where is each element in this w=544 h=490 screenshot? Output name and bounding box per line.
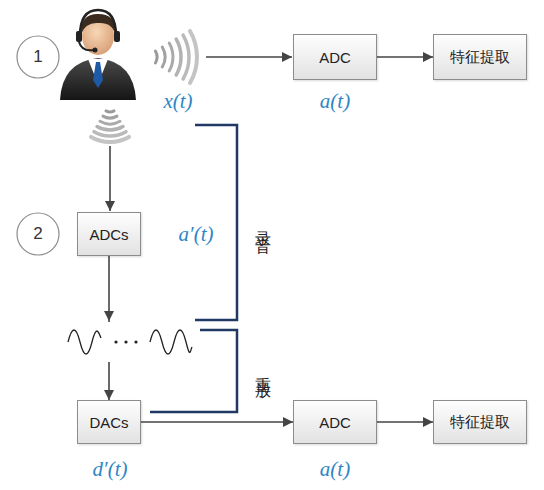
signal-name: x(t) [163, 89, 192, 114]
speaker-icon [60, 10, 136, 100]
signal-name: a(t) [320, 457, 350, 482]
node-text: 特征提取 [450, 48, 510, 67]
signal-name: a′(t) [179, 222, 214, 247]
connector-arrow [377, 421, 433, 423]
node-text: ADC [319, 414, 351, 431]
step-number: 1 [16, 35, 60, 79]
stage-label: 录音 [252, 218, 273, 230]
signal-arrow [109, 146, 111, 211]
connector-arrow [141, 421, 293, 423]
stage-label: 重放 [252, 364, 273, 376]
adc-box: ADC [293, 400, 377, 444]
dac-box: DACs [77, 400, 141, 444]
adc-box: ADCs [77, 212, 141, 256]
adc-box: ADC [293, 34, 377, 80]
node-text: 特征提取 [450, 413, 510, 432]
signal-name: d′(t) [93, 457, 128, 482]
node-text: 2 [33, 224, 42, 244]
node-text: ADC [319, 49, 351, 66]
recorded-waveform [60, 311, 200, 362]
node-text: DACs [89, 414, 128, 431]
step-number: 2 [16, 212, 60, 256]
feature-extraction-box: 特征提取 [433, 34, 527, 80]
node-text: ADCs [89, 226, 128, 243]
signal-arrow [206, 56, 292, 58]
sound-wave [91, 111, 129, 142]
signal-name: a(t) [320, 89, 350, 114]
sound-wave [155, 31, 197, 83]
feature-extraction-box: 特征提取 [433, 400, 527, 444]
node-text: 1 [33, 47, 42, 67]
connector-arrow [377, 56, 433, 58]
